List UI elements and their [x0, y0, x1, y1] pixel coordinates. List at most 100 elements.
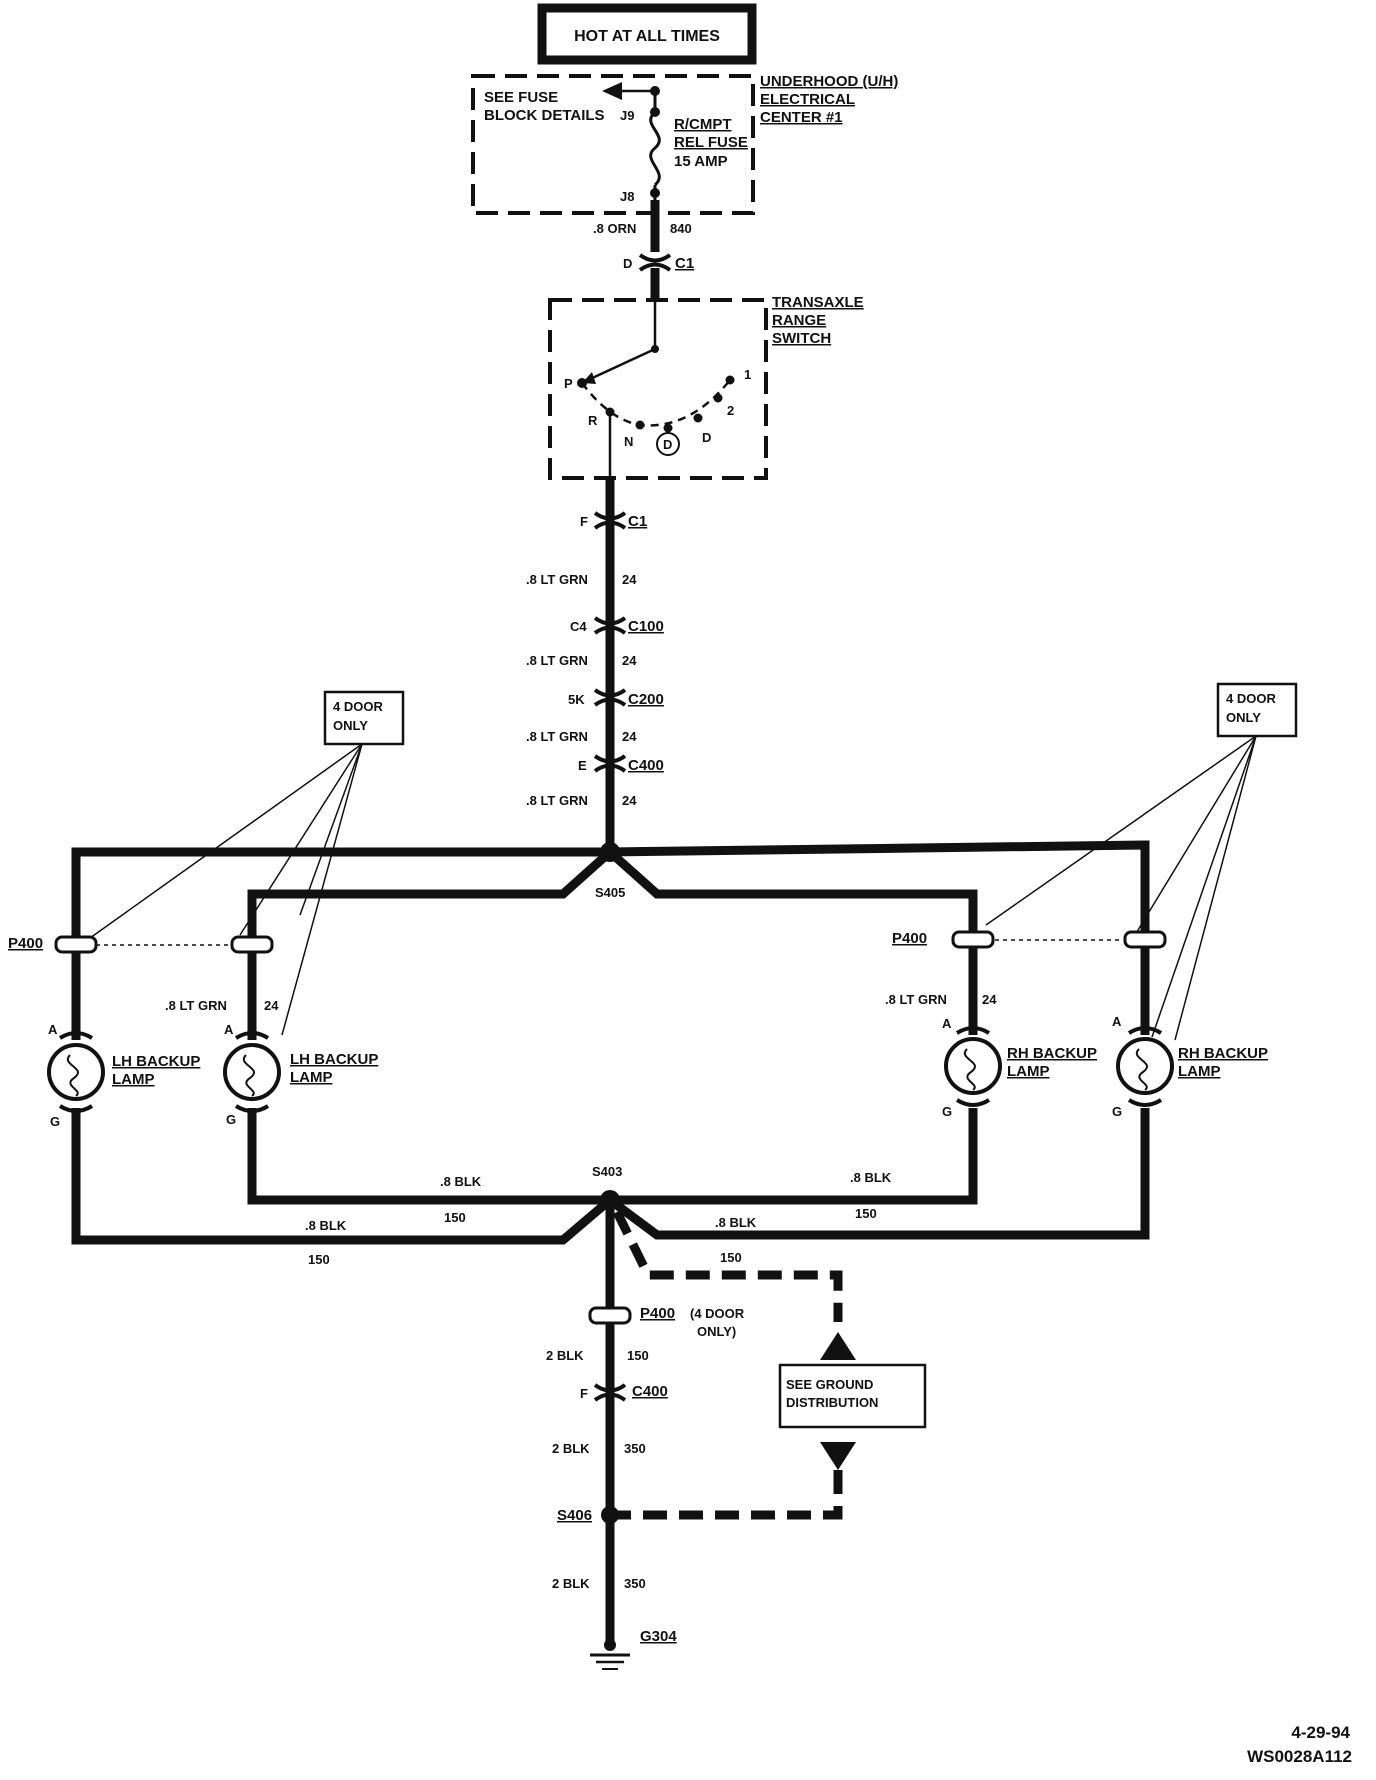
connector-c200: 5K C200	[568, 688, 664, 708]
rh-outer-pin-g: G	[1112, 1104, 1122, 1119]
note-right-line1: 4 DOOR	[1226, 691, 1276, 706]
gnd-circuit-label-4: 150	[720, 1250, 742, 1265]
gnd-circuit-label-1: 150	[444, 1210, 466, 1225]
center-name-3: CENTER #1	[760, 109, 843, 126]
center-name-1: UNDERHOOD (U/H)	[760, 73, 898, 90]
overdrive-circle-icon	[656, 432, 680, 456]
pos-p: P	[564, 376, 573, 391]
switch-name-3: SWITCH	[772, 330, 831, 347]
splice-s405-icon	[600, 842, 620, 862]
lh-outer-pin-g: G	[50, 1114, 60, 1129]
transaxle-range-switch: P R N D D 2 1	[548, 298, 768, 480]
ground-circuit-b: 350	[624, 1441, 646, 1456]
rh-outer-lamp-icon	[1116, 1037, 1174, 1095]
c1-top-name: C1	[675, 255, 694, 272]
lh-inner-name-1: LH BACKUP	[290, 1051, 378, 1068]
ground-wire-a: 2 BLK	[546, 1348, 584, 1363]
c1-bottom-pin: F	[580, 514, 588, 529]
up-arrow-icon	[820, 1332, 856, 1360]
four-door-note-left: 4 DOOR ONLY	[89, 690, 405, 1036]
lh-inner-wire-label: .8 LT GRN	[165, 998, 227, 1013]
run-circuit-2: 24	[622, 653, 637, 668]
connector-c1-top: D C1	[623, 253, 694, 272]
ground-distribution-ref: SEE GROUND DISTRIBUTION	[612, 1210, 927, 1520]
block-details-text: BLOCK DETAILS	[484, 107, 605, 124]
p400-ground-connector: P400 (4 DOOR ONLY)	[588, 1305, 745, 1339]
gnd-circuit-label-3: 150	[308, 1252, 330, 1267]
ground-circuit-c: 350	[624, 1576, 646, 1591]
switch-name-2: RANGE	[772, 312, 826, 329]
power-label: HOT AT ALL TIMES	[574, 28, 720, 45]
run-wire-3: .8 LT GRN	[526, 729, 588, 744]
run-circuit-4: 24	[622, 793, 637, 808]
rh-backup-lamp-outer: A G RH BACKUP LAMP	[1112, 1014, 1268, 1119]
ground-dist-line2: DISTRIBUTION	[786, 1395, 878, 1410]
four-door-note-right: 4 DOOR ONLY	[985, 682, 1298, 1041]
fuse-name-1: R/CMPT	[674, 116, 732, 133]
ground-dist-line1: SEE GROUND	[786, 1377, 873, 1392]
gnd-wire-label-4: .8 BLK	[715, 1215, 757, 1230]
rh-outer-pin-a: A	[1112, 1014, 1122, 1029]
center-name-2: ELECTRICAL	[760, 91, 855, 108]
switch-name-1: TRANSAXLE	[772, 294, 864, 311]
switch-contact-arm	[587, 347, 656, 382]
p400-right-label: P400	[892, 930, 927, 947]
splice-s405-label: S405	[595, 885, 625, 900]
ground-wire-c: 2 BLK	[552, 1576, 590, 1591]
gnd-wire-label-2: .8 BLK	[850, 1170, 892, 1185]
connector-c1-bottom: F C1	[580, 511, 647, 530]
rh-outer-name-1: RH BACKUP	[1178, 1045, 1268, 1062]
run-wire-4: .8 LT GRN	[526, 793, 588, 808]
see-fuse-text: SEE FUSE	[484, 89, 558, 106]
pos-od: D	[663, 437, 672, 452]
pos-1: 1	[744, 367, 751, 382]
figure-date: 4-29-94	[1291, 1723, 1350, 1742]
lh-outer-pin-a: A	[48, 1022, 58, 1037]
lh-inner-circuit-label: 24	[264, 998, 279, 1013]
gnd-circuit-label-2: 150	[855, 1206, 877, 1221]
c400-run-name: C400	[628, 757, 664, 774]
lh-outer-name-1: LH BACKUP	[112, 1053, 200, 1070]
lh-outer-name-2: LAMP	[112, 1071, 155, 1088]
rh-inner-lamp-icon	[944, 1037, 1002, 1095]
rh-inner-wire-label: .8 LT GRN	[885, 992, 947, 1007]
figure-id: WS0028A112	[1247, 1747, 1352, 1766]
ground-g304-label: G304	[640, 1628, 677, 1645]
c400-run-pin: E	[578, 758, 587, 773]
pos-d: D	[702, 430, 711, 445]
p400-ground-label: P400	[640, 1305, 675, 1322]
splice-s406-label: S406	[557, 1507, 592, 1524]
run-circuit-1: 24	[622, 572, 637, 587]
lh-inner-lamp-icon	[223, 1043, 281, 1101]
rh-outer-name-2: LAMP	[1178, 1063, 1221, 1080]
connector-c400-run: E C400	[578, 754, 664, 774]
pos-r: R	[588, 413, 598, 428]
rh-inner-pin-g: G	[942, 1104, 952, 1119]
lh-outer-lamp-icon	[47, 1043, 105, 1101]
ground-g304-symbol: G304	[590, 1628, 677, 1670]
c400-ground-name: C400	[632, 1383, 668, 1400]
lh-backup-lamp-inner: A G LH BACKUP LAMP	[223, 1022, 378, 1127]
rh-backup-lamp-inner: A G RH BACKUP LAMP	[942, 1016, 1097, 1119]
feed-wire-color: .8 ORN	[593, 221, 636, 236]
pos-n: N	[624, 434, 633, 449]
down-arrow-icon	[820, 1442, 856, 1470]
rh-inner-name-2: LAMP	[1007, 1063, 1050, 1080]
lh-inner-name-2: LAMP	[290, 1069, 333, 1086]
connector-c400-ground: F C400	[580, 1383, 668, 1402]
fuse-rating: 15 AMP	[674, 153, 728, 170]
splice-s406-icon	[601, 1506, 619, 1524]
rh-inner-name-1: RH BACKUP	[1007, 1045, 1097, 1062]
pos-2: 2	[727, 403, 734, 418]
p400-note-2: ONLY)	[697, 1324, 736, 1339]
note-right-line2: ONLY	[1226, 710, 1261, 725]
lh-backup-lamp-outer: A G LH BACKUP LAMP	[47, 1022, 200, 1129]
lamp-drop-wires	[71, 947, 1150, 1040]
c200-pin: 5K	[568, 692, 585, 707]
run-wire-2: .8 LT GRN	[526, 653, 588, 668]
underhood-electrical-center: SEE FUSE BLOCK DETAILS J9 J8 R/CMPT REL …	[471, 74, 755, 215]
pin-j9: J9	[620, 108, 634, 123]
see-details-arrow-icon	[602, 82, 622, 100]
c200-name: C200	[628, 691, 664, 708]
ground-wire-b: 2 BLK	[552, 1441, 590, 1456]
